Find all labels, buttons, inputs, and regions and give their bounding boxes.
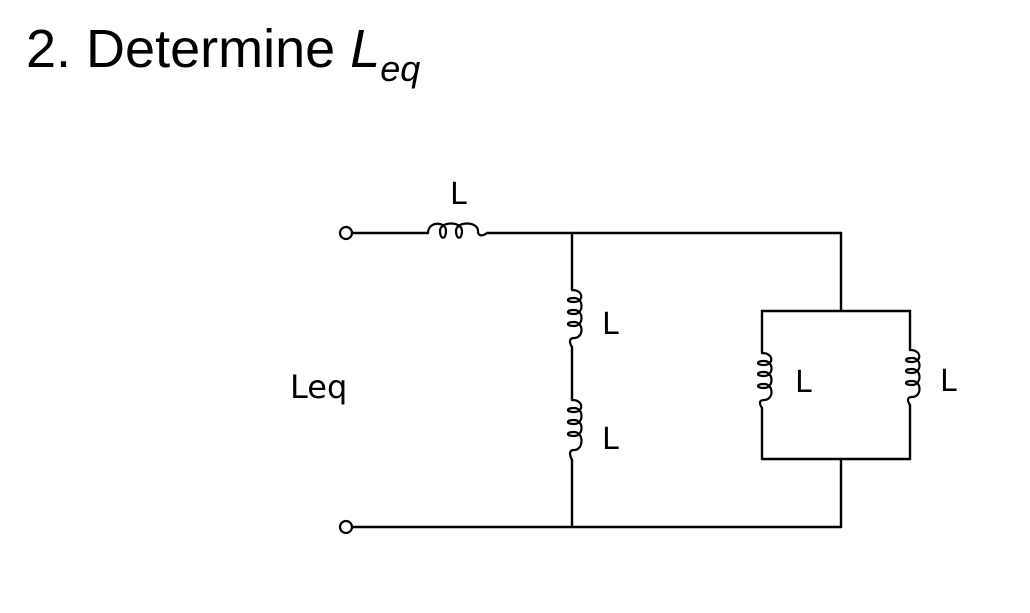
- label-leq: Leq: [290, 368, 347, 406]
- circuit-wires: [350, 231, 912, 529]
- slide-title: 2. Determine Leq: [26, 18, 420, 89]
- title-prefix: 2. Determine: [26, 19, 351, 79]
- inductor-branch-upper-coil: [566, 288, 583, 349]
- label-parallel-left-inductor: L: [795, 365, 812, 400]
- title-variable: L: [350, 19, 381, 79]
- inductor-series-coil: [426, 222, 489, 239]
- inductor-parallel-right-coil: [904, 348, 921, 407]
- label-parallel-right-inductor: L: [940, 364, 957, 399]
- terminal-bottom: [338, 519, 354, 535]
- inductor-branch-lower-coil: [566, 398, 583, 462]
- label-branch-upper-inductor: L: [602, 307, 619, 342]
- inductor-parallel-left-coil: [756, 351, 773, 410]
- title-subscript: eq: [380, 48, 421, 89]
- label-branch-lower-inductor: L: [602, 422, 619, 457]
- terminal-top: [338, 225, 354, 241]
- label-series-inductor: L: [450, 177, 467, 212]
